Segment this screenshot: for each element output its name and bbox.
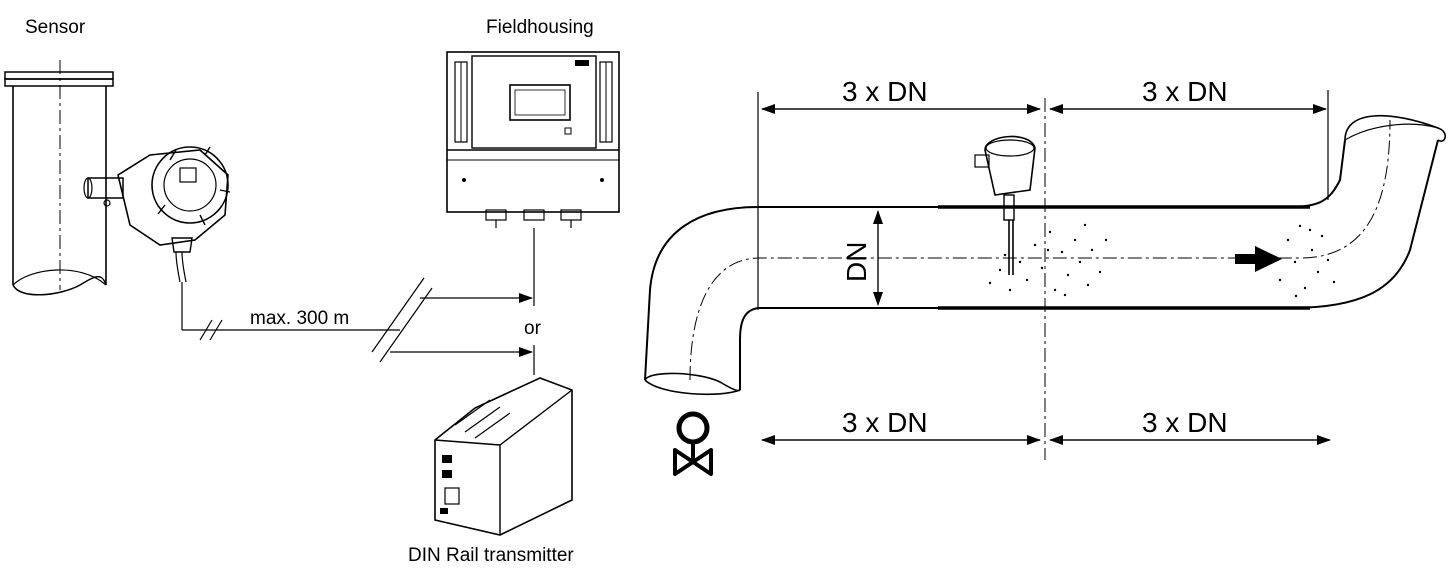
dimension-lines (761, 104, 1331, 445)
din-rail-illustration (434, 377, 573, 536)
dim-top-left: 3 x DN (842, 76, 928, 107)
cable-lines (181, 228, 535, 375)
bubble-dots (988, 223, 1336, 298)
dim-top-right: 3 x DN (1142, 76, 1228, 107)
max-distance-label: max. 300 m (250, 308, 349, 329)
pipe-sensor-illustration (974, 135, 1036, 275)
sensor-illustration (4, 60, 231, 296)
dim-diameter: DN (841, 242, 872, 282)
dim-bottom-left: 3 x DN (842, 407, 928, 438)
sensor-label: Sensor (25, 17, 86, 38)
pipe-illustration (644, 90, 1446, 460)
valve-icon (673, 411, 713, 476)
or-label: or (524, 318, 542, 339)
fieldhousing-label: Fieldhousing (486, 17, 594, 38)
dim-bottom-right: 3 x DN (1142, 407, 1228, 438)
din-rail-label: DIN Rail transmitter (408, 545, 574, 566)
fieldhousing-illustration (446, 51, 620, 228)
flow-arrow-icon (1235, 246, 1282, 272)
